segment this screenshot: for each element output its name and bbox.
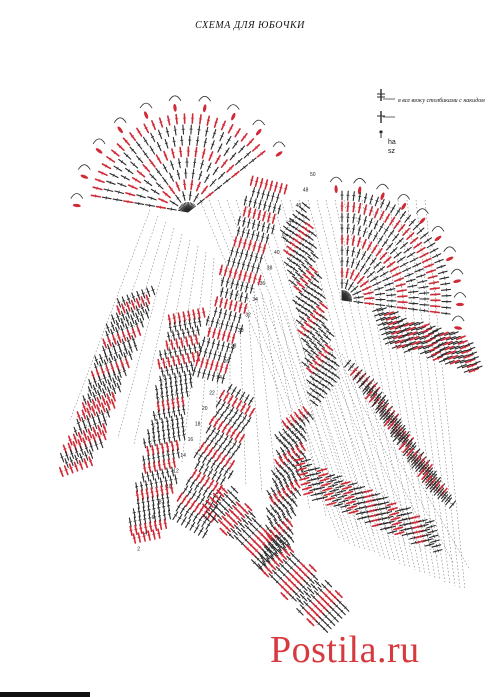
stitch-pattern (58, 95, 483, 633)
row-number: 4 (144, 531, 147, 537)
legend-symbols (377, 89, 395, 138)
row-number: 26 (224, 359, 230, 365)
row-number: 16 (188, 437, 194, 443)
row-number: 40 (274, 250, 280, 256)
legend-label-sz: sz (388, 148, 395, 155)
row-number: 32 (245, 312, 251, 318)
row-number: 38 (267, 266, 273, 272)
row-number: 50 (310, 172, 316, 178)
row-number: 6 (152, 515, 155, 521)
legend-label-ha: ha (388, 139, 396, 146)
diagram-title: СХЕМА ДЛЯ ЮБОЧКИ (195, 20, 305, 31)
row-number: 36 (260, 281, 266, 287)
row-number: 10 (166, 484, 172, 490)
row-number: 34 (252, 297, 258, 303)
legend-description: я все вяжу столбиками с накидом (398, 98, 485, 104)
row-number: 22 (209, 390, 215, 396)
row-number: 2 (137, 546, 140, 552)
row-number: 42 (281, 234, 287, 240)
bottom-bar (0, 690, 500, 697)
row-number: 12 (173, 468, 179, 474)
bottom-bar-dark (0, 692, 90, 697)
row-number: 44 (288, 219, 294, 225)
row-number: 18 (195, 422, 201, 428)
watermark-logo: Postila.ru (270, 629, 420, 671)
row-number: 8 (159, 500, 162, 506)
row-number: 20 (202, 406, 208, 412)
row-number: 14 (180, 453, 186, 459)
row-number: 48 (303, 188, 309, 194)
row-numbers: 5048464442403836343230282624222018161412… (137, 172, 316, 552)
row-number: 24 (216, 375, 222, 381)
row-number: 46 (296, 203, 302, 209)
row-number: 28 (231, 344, 237, 350)
row-number: 30 (238, 328, 244, 334)
